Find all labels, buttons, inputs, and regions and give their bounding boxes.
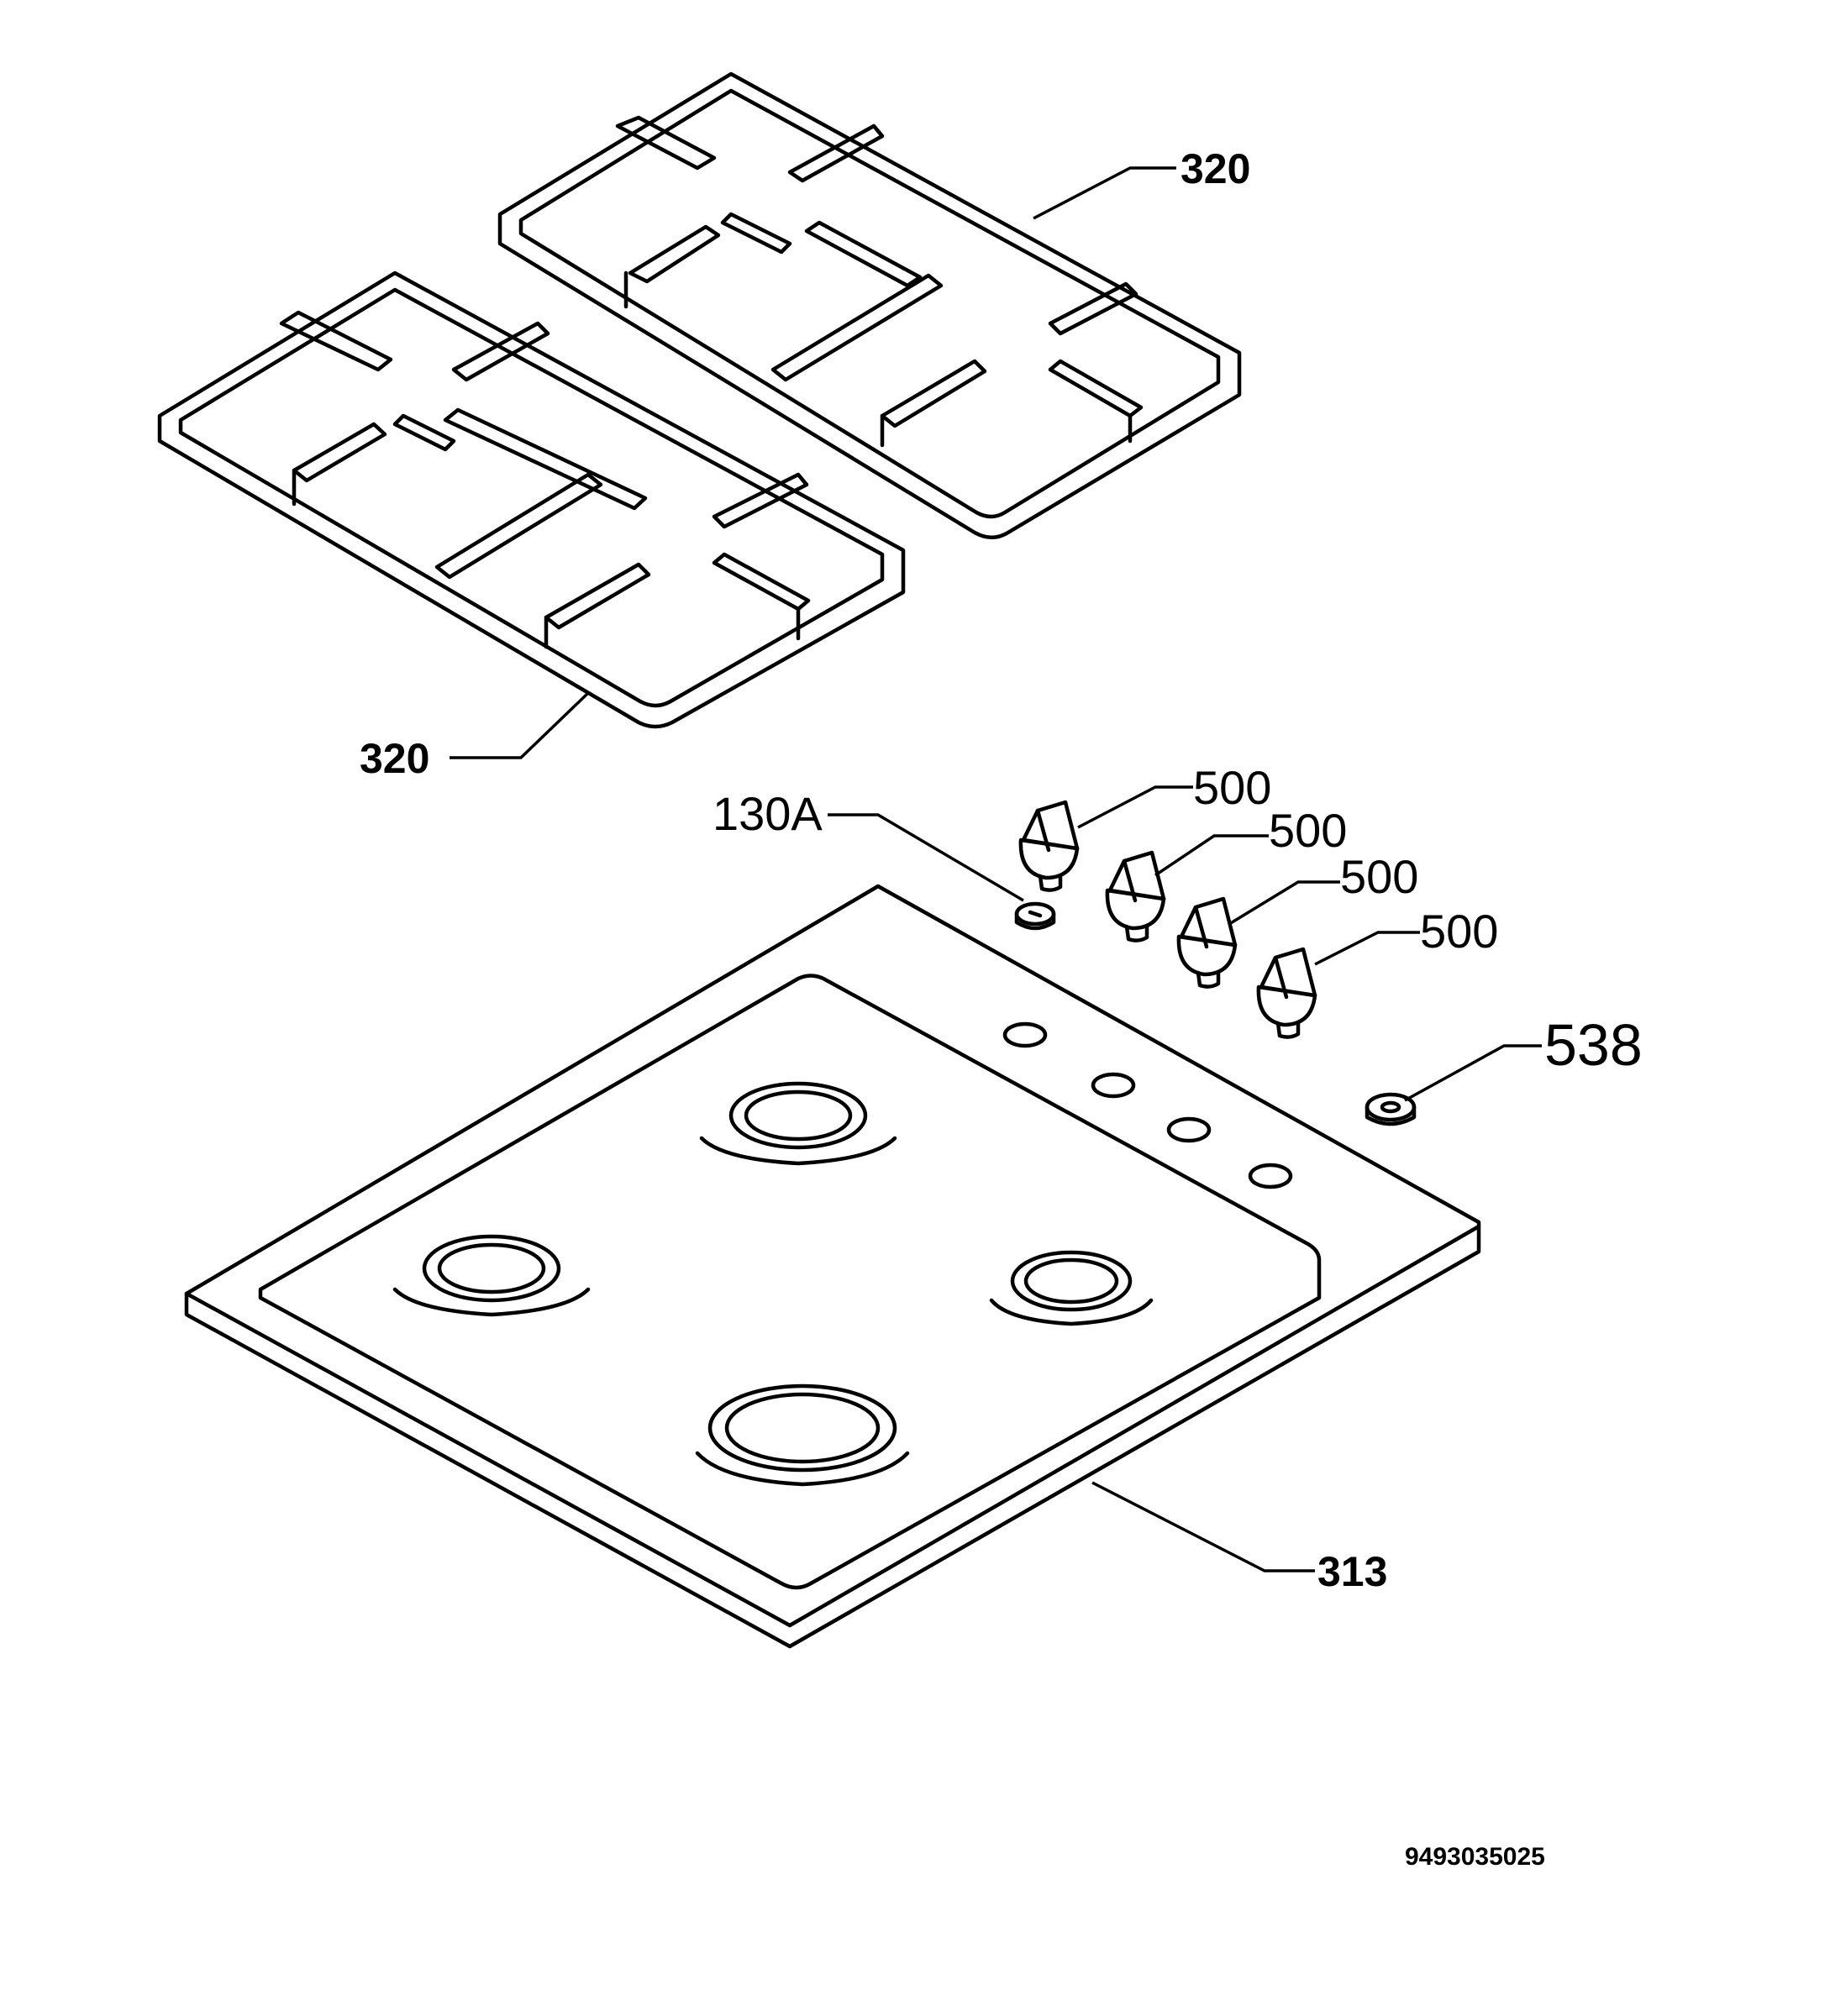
burner-well-rear <box>699 1081 897 1166</box>
label-320-right: 320 <box>1181 145 1250 192</box>
knob-hole <box>1166 1116 1212 1143</box>
label-130a: 130A <box>713 787 823 840</box>
control-knob-1 <box>1018 800 1080 892</box>
label-500-knob-4: 500 <box>1420 905 1498 958</box>
burner-well-right <box>989 1250 1154 1326</box>
screw-130a <box>1014 901 1056 931</box>
control-knob-2 <box>1105 850 1166 942</box>
knob-hole <box>1248 1163 1293 1189</box>
knob-hole <box>1091 1072 1136 1099</box>
burner-well-left <box>392 1234 591 1317</box>
burner-well-front <box>695 1383 910 1487</box>
document-number: 9493035025 <box>1405 1843 1545 1871</box>
control-knob-4 <box>1256 947 1317 1039</box>
knob-hole <box>1002 1021 1048 1048</box>
label-500-knob-1: 500 <box>1193 761 1271 814</box>
label-500-knob-3: 500 <box>1340 850 1418 903</box>
hob-top-plate <box>184 884 1481 1649</box>
leader-lines <box>450 166 1542 1572</box>
pan-support-grid-right <box>497 71 1242 539</box>
label-500-knob-2: 500 <box>1269 804 1347 857</box>
control-knob-3 <box>1176 896 1238 989</box>
pan-support-grid-left <box>157 270 906 729</box>
label-538: 538 <box>1544 1012 1643 1078</box>
label-320-left: 320 <box>360 735 429 782</box>
label-313: 313 <box>1317 1548 1387 1595</box>
part-538 <box>1365 1092 1417 1126</box>
